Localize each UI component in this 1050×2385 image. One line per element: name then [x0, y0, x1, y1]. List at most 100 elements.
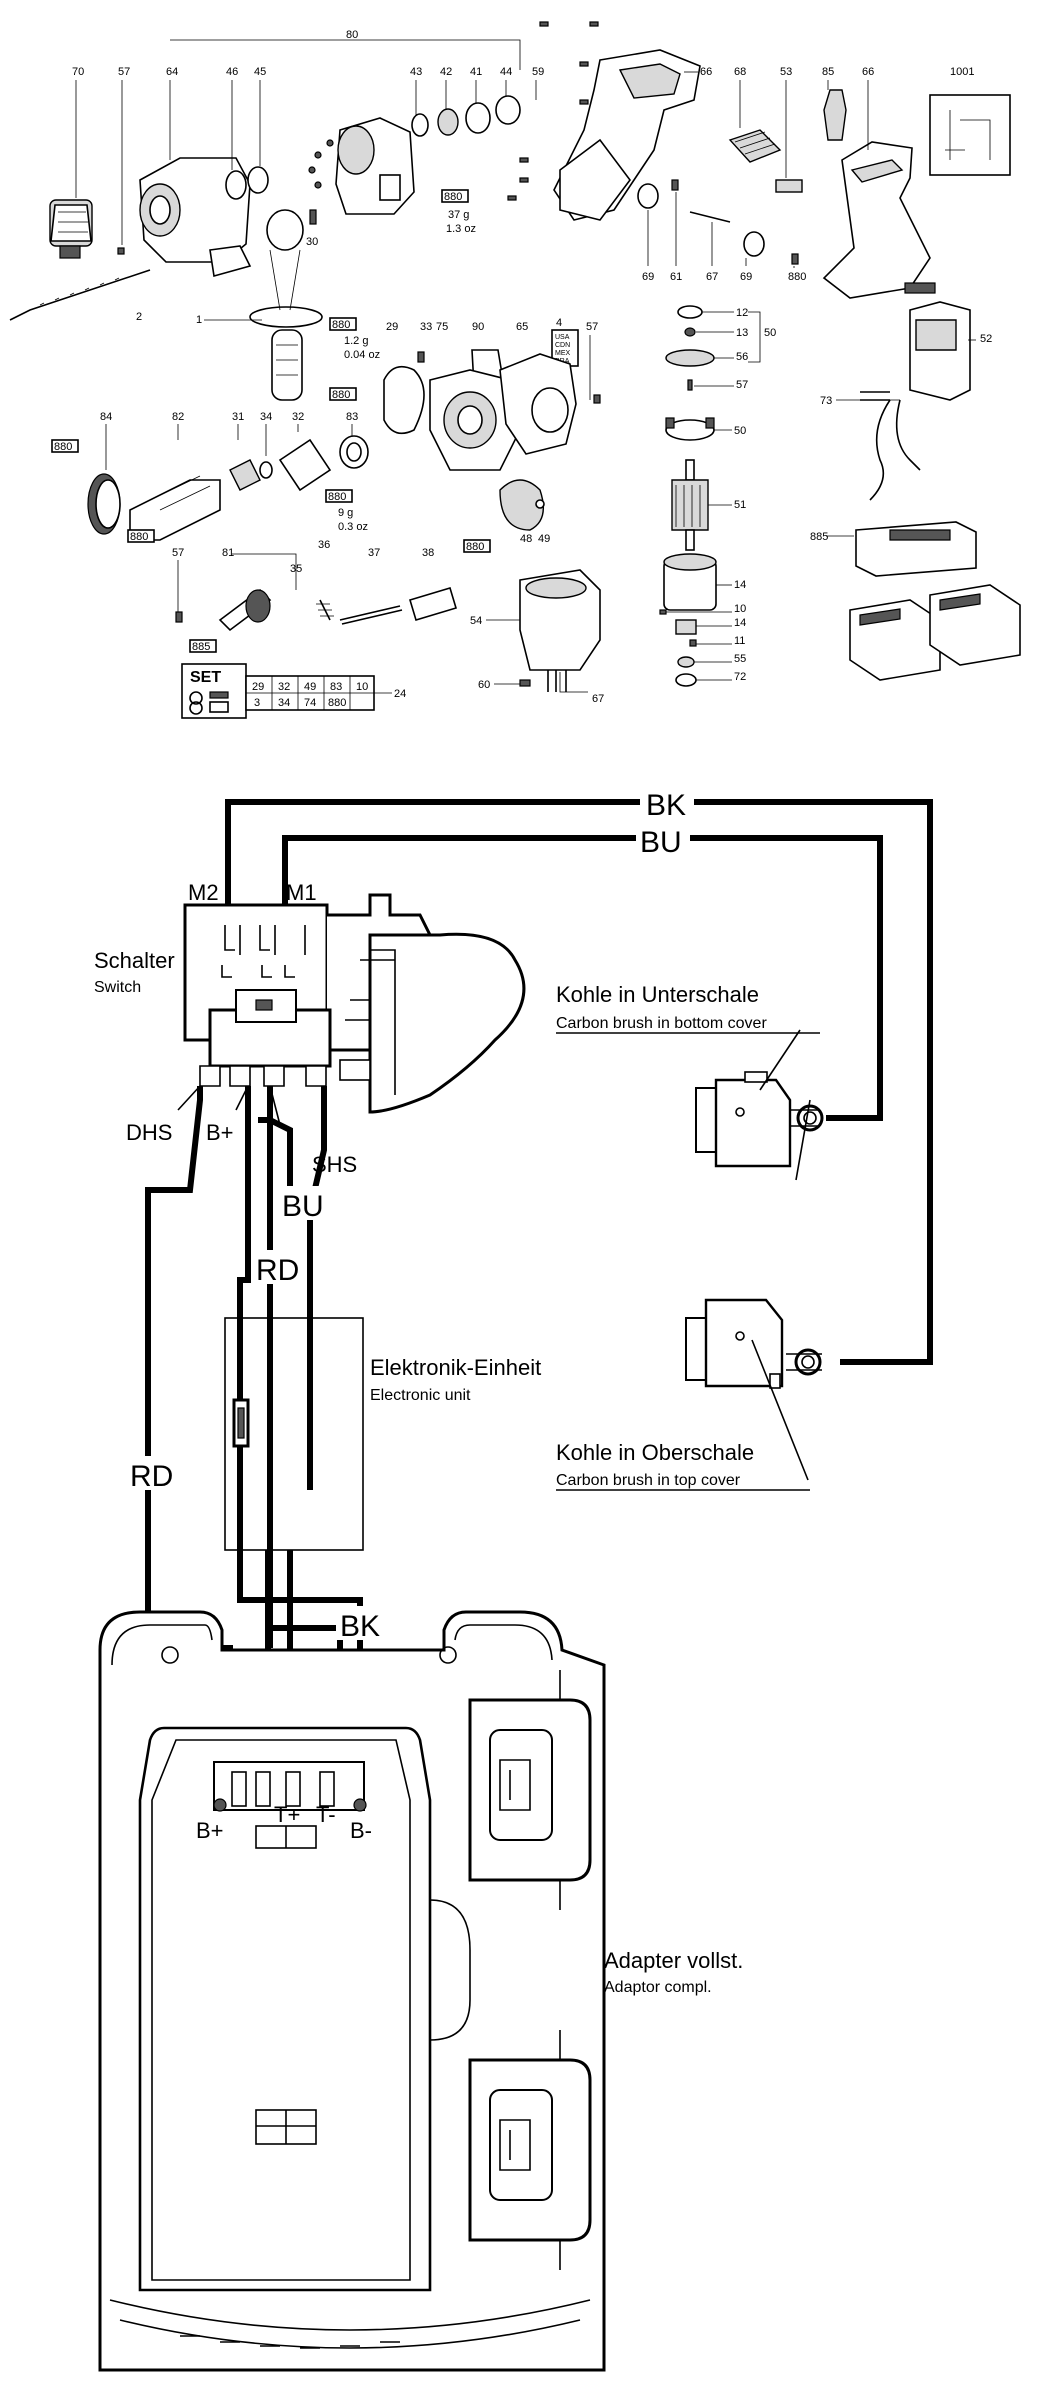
label-shs: SHS	[312, 1152, 357, 1177]
screws-group	[507, 21, 599, 201]
part-65: 65	[516, 321, 528, 333]
adapter-label-de: Adapter vollst.	[604, 1948, 743, 1973]
wire-bk-brush-top	[225, 799, 933, 1365]
part-cover-65	[499, 353, 577, 455]
part-motor-housing-75	[429, 369, 521, 471]
weight-1-oz: 0.04 oz	[344, 349, 380, 361]
switch-body	[183, 893, 526, 1114]
svg-text:34: 34	[278, 697, 290, 709]
set-table: SET 29 32 49 83 10 3 34 74 880 24	[181, 663, 406, 719]
part-43: 43	[410, 66, 422, 78]
switch-label-en: Switch	[94, 979, 141, 996]
part-72: 885	[810, 531, 828, 543]
switch-label-de: Schalter	[94, 948, 175, 973]
tag-880-a	[329, 317, 357, 331]
part-12: 12	[736, 307, 748, 319]
part-33: 33	[420, 321, 432, 333]
part-lever-38	[409, 587, 457, 621]
part-61: 67	[706, 271, 718, 283]
part-1001: 1001	[950, 66, 974, 78]
part-58: 50	[734, 425, 746, 437]
part-36: 36	[318, 539, 330, 551]
tags-885-880: 880 880 880 9 g 0.3 oz 880	[51, 387, 368, 543]
part-gasket-29	[383, 365, 425, 435]
exploded-view: 80 70 57 64 46 45	[9, 21, 1021, 719]
part-30: 30	[306, 236, 318, 248]
svg-text:3: 3	[254, 697, 260, 709]
svg-text:880: 880	[328, 697, 346, 709]
part-chuck	[49, 199, 93, 259]
part-85: 85	[822, 66, 834, 78]
ring-43	[411, 113, 429, 137]
part-68: 68	[734, 66, 746, 78]
part-46: 46	[226, 66, 238, 78]
part-48: 48	[520, 533, 532, 545]
ring-41	[465, 102, 491, 134]
part-37: 37	[368, 547, 380, 559]
wire-label-bk-low-1: BK	[340, 1610, 380, 1643]
part-880-c: 880	[130, 531, 148, 543]
part-38: 38	[422, 547, 434, 559]
part-44: 44	[500, 66, 512, 78]
wire-rd-outer	[145, 1086, 233, 1728]
part-57a: 57	[118, 66, 130, 78]
terminal-m2: M2	[188, 880, 219, 905]
terminal-t-plus: T+	[274, 1802, 300, 1827]
part-31: 31	[232, 411, 244, 423]
terminal-b-plus: B+	[196, 1818, 224, 1843]
part-57b: 57	[586, 321, 598, 333]
part-73: 73	[820, 395, 832, 407]
part-51: 14	[734, 579, 746, 591]
part-67b: 69	[740, 271, 752, 283]
part-60: 67	[592, 693, 604, 705]
part-885-b: 885	[192, 641, 210, 653]
part-80: 80	[346, 29, 358, 41]
part-switch-52	[869, 301, 971, 501]
svg-text:32: 32	[278, 681, 290, 693]
part-screw-85	[823, 89, 847, 141]
carbon-brush-top	[685, 1298, 822, 1389]
ring-42	[437, 108, 459, 136]
wire-label-bu-top: BU	[640, 826, 682, 859]
wire-label-rd-mid: RD	[256, 1254, 299, 1287]
part-41: 41	[470, 66, 482, 78]
wire-label-bk-top: BK	[646, 789, 686, 822]
part-90: 90	[472, 321, 484, 333]
part-42: 42	[440, 66, 452, 78]
part-69a: 61	[670, 271, 682, 283]
wire-bu-electronic	[267, 1086, 313, 1490]
ring-46	[225, 170, 247, 200]
electronic-unit	[224, 1317, 364, 1551]
part-lower-housing-54	[519, 569, 601, 671]
part-13: 13	[736, 327, 748, 339]
part-4: 4	[556, 317, 562, 329]
wire-bu-brush-bottom	[282, 835, 883, 1121]
part-57e: 60	[478, 679, 490, 691]
ring-45	[247, 166, 269, 194]
svg-text:49: 49	[304, 681, 316, 693]
svg-text:24: 24	[394, 688, 406, 700]
part-70: 70	[72, 66, 84, 78]
terminal-b-minus: B-	[350, 1818, 372, 1843]
brush-bottom-label-de: Kohle in Unterschale	[556, 982, 759, 1007]
part-48-bearing	[499, 479, 544, 531]
part-50a: 50	[764, 327, 776, 339]
part-armature-50	[671, 459, 709, 551]
wiring-diagram: BK BU M2 M1 Schalter Switch DHS	[94, 782, 933, 2372]
part-885-a: 880	[54, 441, 72, 453]
part-59: 59	[532, 66, 544, 78]
svg-text:USA: USA	[555, 334, 570, 341]
part-49: 49	[538, 533, 550, 545]
bracket-80	[170, 39, 521, 70]
weight-3-g: 9 g	[338, 507, 353, 519]
part-69b: 880	[788, 271, 806, 283]
part-gear-housing	[335, 117, 415, 215]
svg-text:MEX: MEX	[555, 350, 571, 357]
part-53: 53	[780, 66, 792, 78]
weight-1-g: 1.2 g	[344, 335, 368, 347]
part-14b: 11	[734, 635, 745, 647]
svg-text:10: 10	[356, 681, 368, 693]
part-56: 56	[736, 351, 748, 363]
part-11: 55	[734, 653, 746, 665]
part-gear-84	[87, 473, 121, 535]
